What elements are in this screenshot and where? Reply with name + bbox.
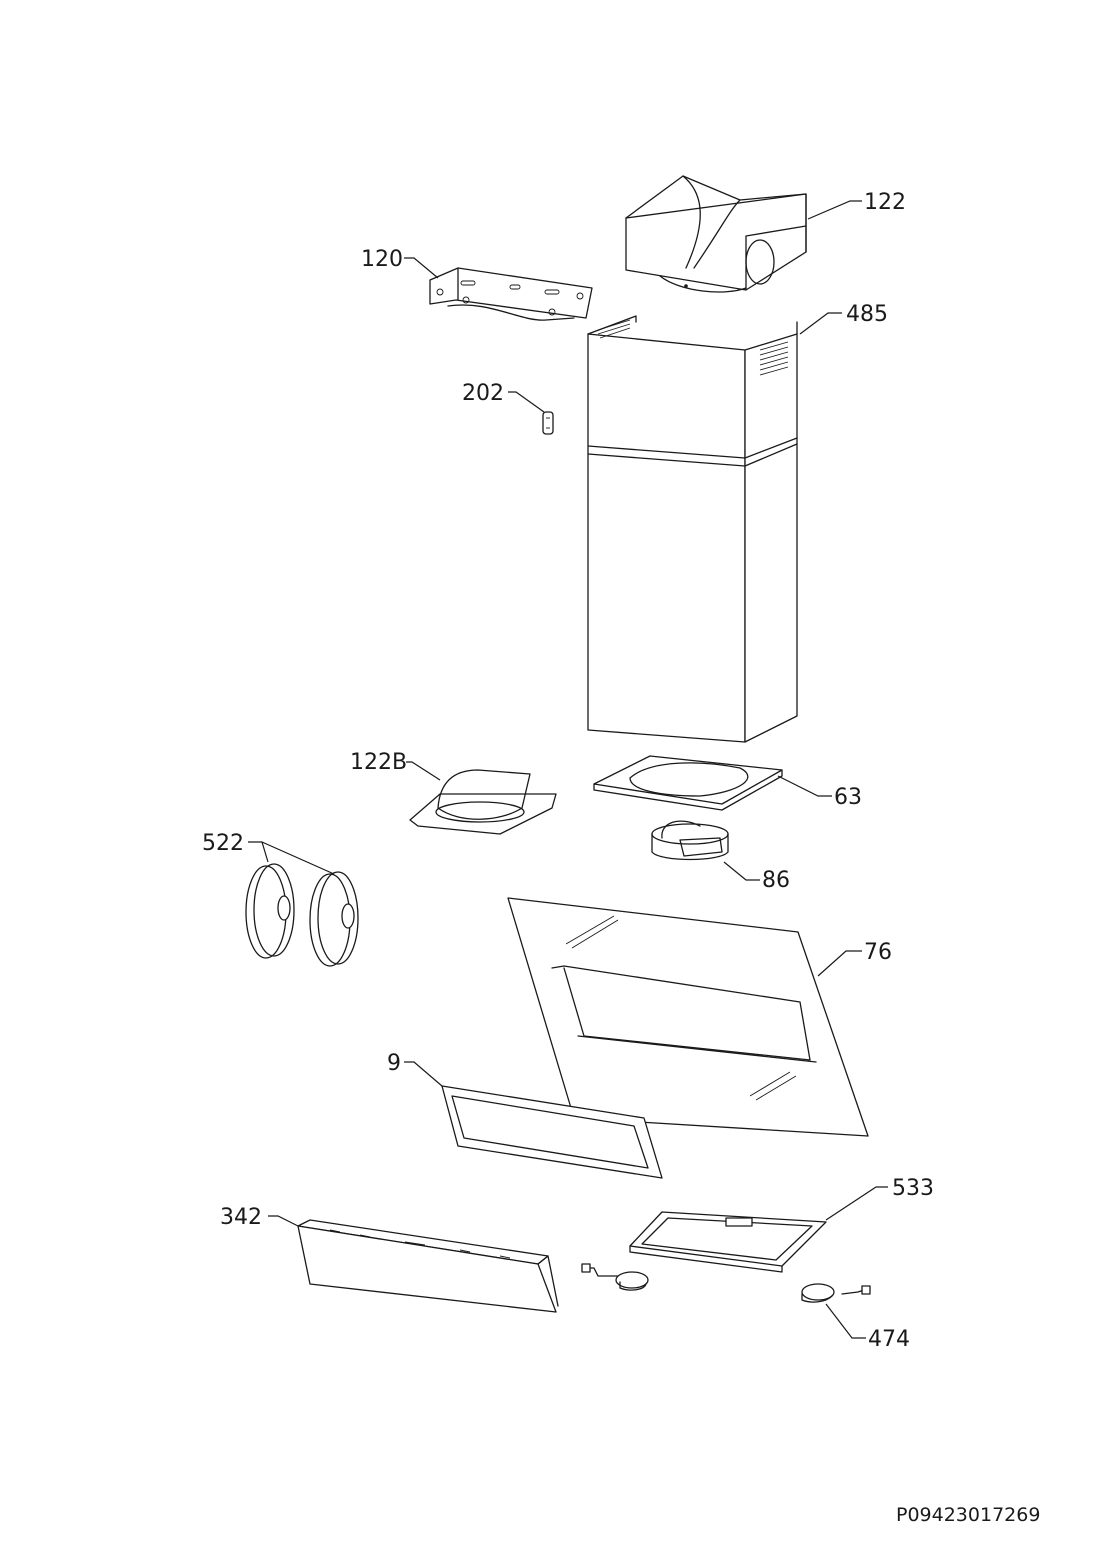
part-mounting-plate-63: [593, 755, 783, 811]
part-grease-filter-9: [441, 1085, 663, 1179]
callout-labels: 122 120 485 202 122B 63 522 86 76 9 533 …: [202, 190, 934, 1352]
part-lamps-474: [581, 1263, 871, 1303]
callout-122B: 122B: [350, 750, 407, 775]
callout-120: 120: [361, 247, 403, 272]
callout-86: 86: [762, 868, 790, 893]
callout-474: 474: [868, 1327, 910, 1352]
leader-120: [404, 257, 439, 279]
part-charcoal-filters-522: [245, 863, 359, 967]
callout-63: 63: [834, 785, 862, 810]
part-bracket-120: [429, 267, 593, 321]
leader-76: [817, 950, 862, 977]
part-chimney-485: [587, 315, 798, 743]
callout-76: 76: [864, 940, 892, 965]
part-clip-202: [542, 411, 554, 435]
leader-9: [404, 1061, 443, 1087]
callout-122: 122: [864, 190, 906, 215]
part-glass-canopy-76: [507, 897, 869, 1137]
leader-122: [807, 200, 862, 220]
leader-86: [723, 861, 760, 881]
callout-342: 342: [220, 1205, 262, 1230]
leader-485: [799, 312, 842, 335]
leader-202: [508, 391, 545, 413]
part-metal-filter-533: [629, 1211, 827, 1273]
part-outlet-ring-86: [651, 820, 729, 861]
callout-533: 533: [892, 1176, 934, 1201]
leader-474: [825, 1303, 866, 1339]
leader-522b: [261, 841, 335, 875]
document-code: P09423017269: [896, 1504, 1040, 1526]
leader-lines: [248, 200, 888, 1339]
callout-9: 9: [387, 1051, 401, 1076]
part-air-outlet-122: [625, 175, 807, 293]
callout-202: 202: [462, 381, 504, 406]
leader-522a: [248, 841, 269, 863]
leader-342: [268, 1215, 299, 1227]
callout-485: 485: [846, 302, 888, 327]
leader-533: [825, 1186, 888, 1221]
leader-63: [777, 775, 832, 797]
part-control-panel-342: [297, 1219, 559, 1313]
callout-522: 522: [202, 831, 244, 856]
part-filter-adapter-122B: [409, 769, 557, 835]
leader-122B: [406, 761, 441, 781]
